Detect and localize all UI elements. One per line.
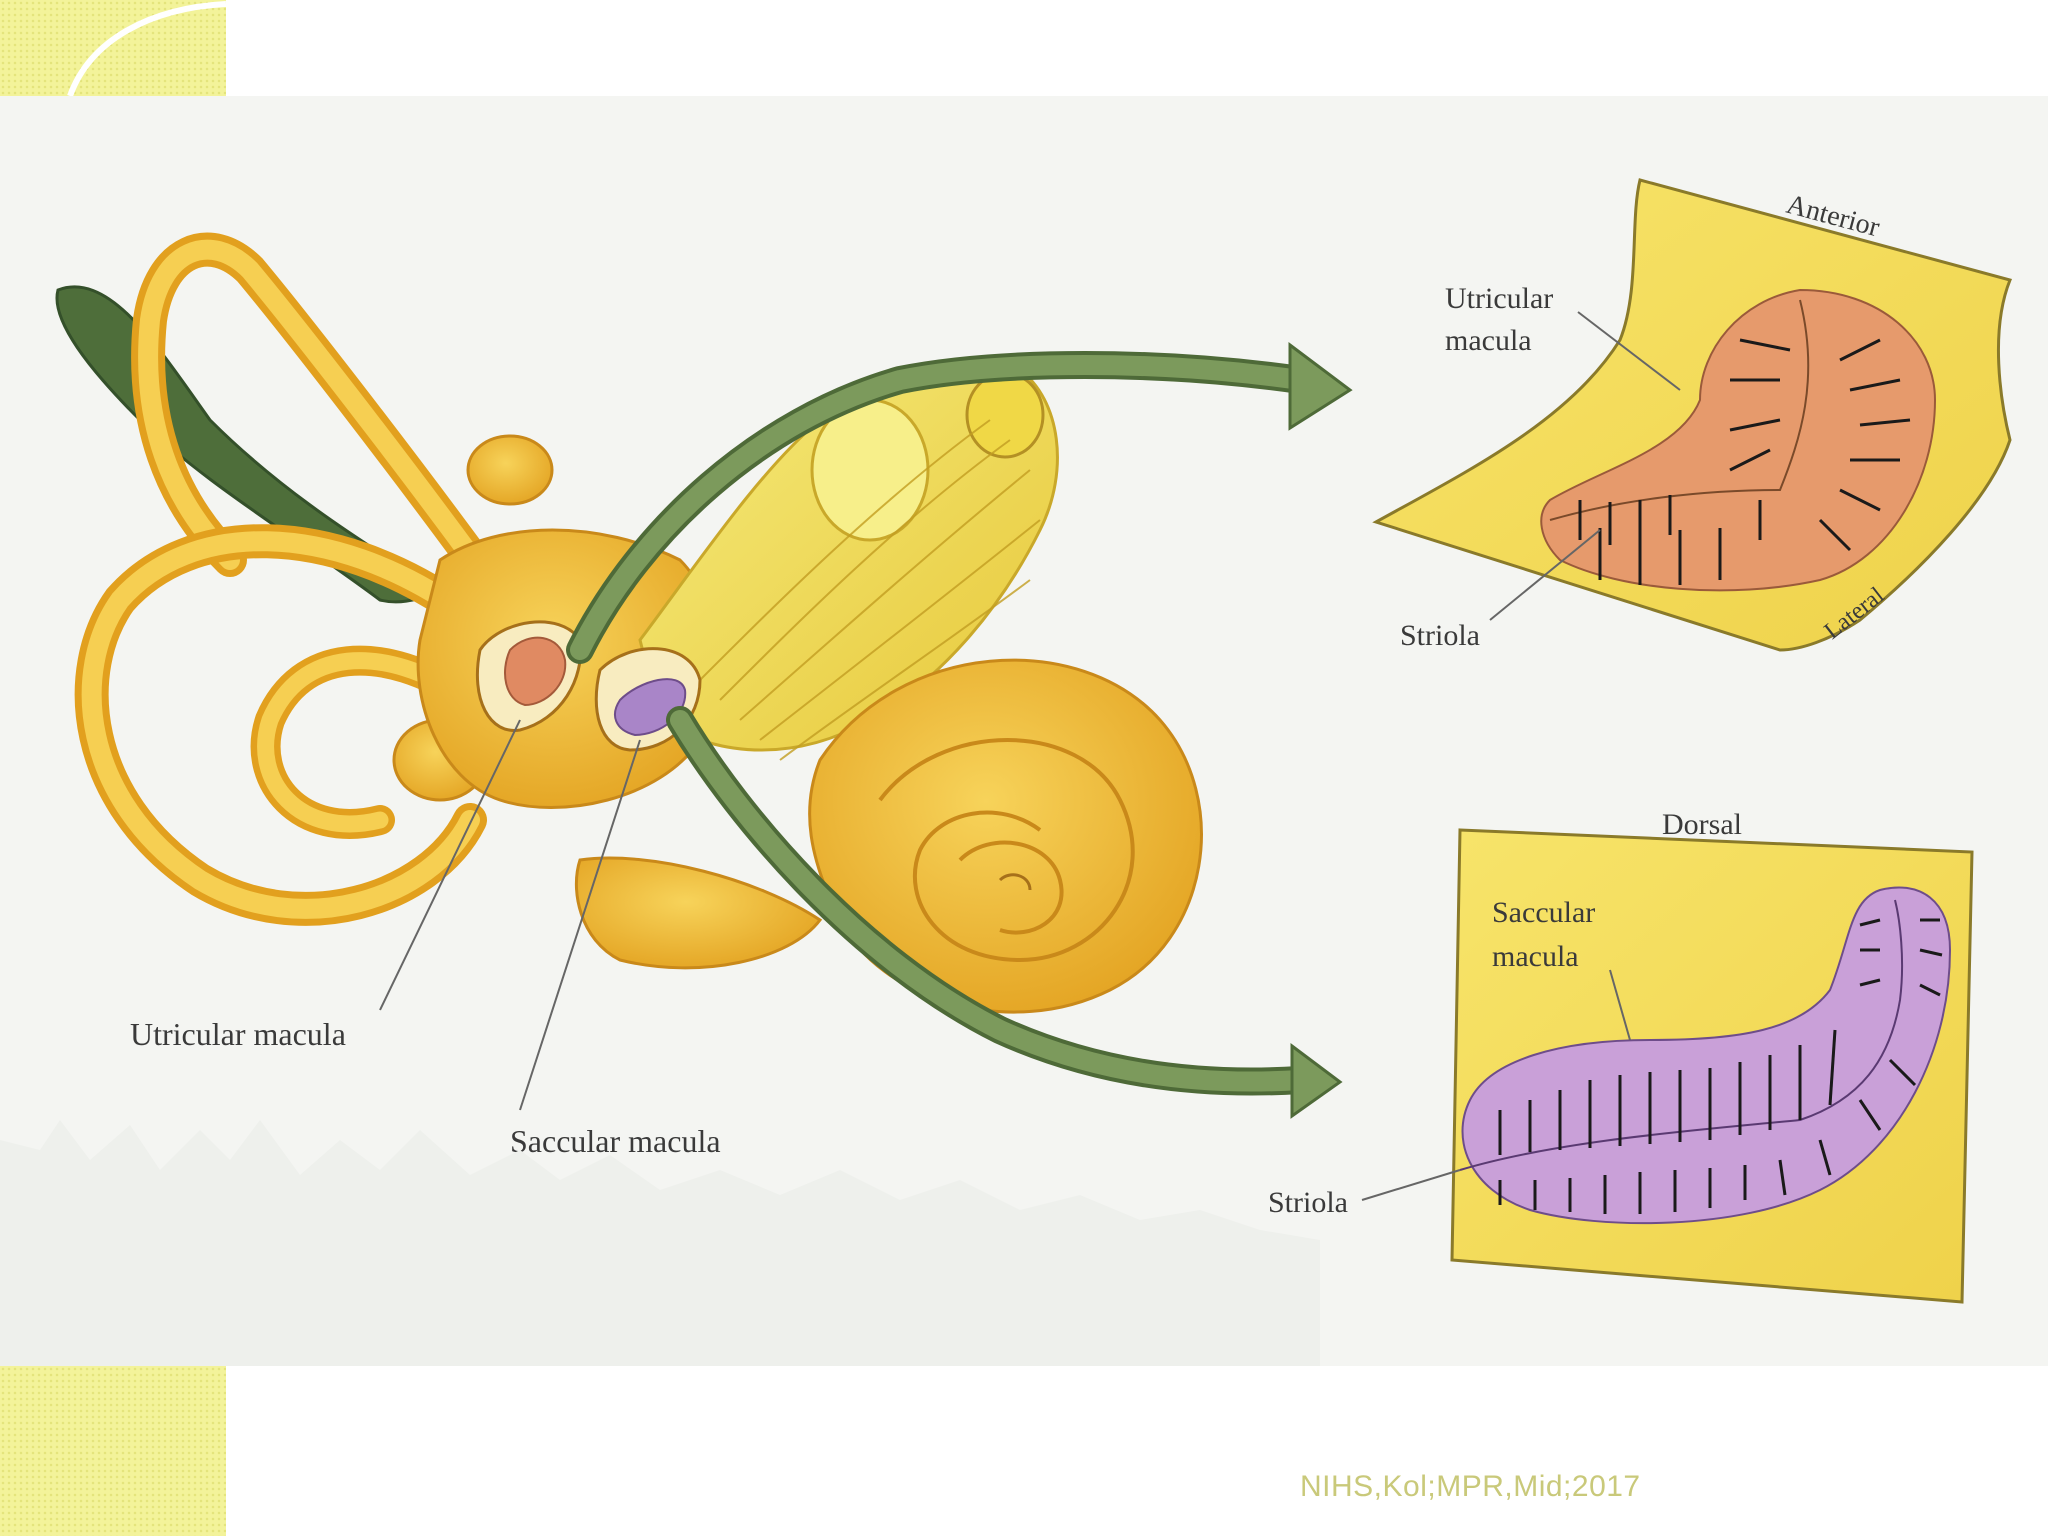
label-utricular: Utricular — [1445, 282, 1553, 315]
label-saccular-macula: Saccular macula — [510, 1123, 721, 1159]
leader-utricular-macula — [379, 719, 521, 1011]
inner-ear-figure: Utricular macula Saccular macula Anterio… — [0, 96, 2048, 1366]
utricle-polarity-arrows — [1578, 338, 1911, 585]
label-striola-saccule: Striola — [1268, 1186, 1348, 1219]
saccule-panel: Dorsal Saccular macula Striola — [1268, 808, 1974, 1304]
utricle-panel: Anterior Lateral Utricular macula Striol… — [1372, 178, 2013, 652]
utricle-striola — [1549, 299, 1810, 521]
label-macula-utricle: macula — [1445, 324, 1532, 357]
footer-credit: NIHS,Kol;MPR,Mid;2017 — [1300, 1470, 1641, 1503]
arrow-to-utricle-panel — [566, 342, 1353, 664]
saccule-polarity-arrows — [1498, 918, 1943, 1214]
utricular-macula-patch — [504, 636, 567, 707]
decorative-corner-top-left — [0, 0, 226, 96]
leader-saccular-macula — [519, 739, 641, 1111]
vestibular-nerve — [638, 366, 1059, 752]
label-utricular-macula: Utricular macula — [130, 1016, 346, 1052]
label-macula-saccule: macula — [1492, 940, 1579, 973]
label-dorsal: Dorsal — [1662, 808, 1742, 841]
saccule-macula — [1461, 886, 1952, 1225]
faded-scan-bottom — [0, 1120, 1320, 1366]
arrow-to-saccule-panel — [666, 706, 1343, 1119]
ampulla — [466, 434, 554, 506]
cochlea — [808, 658, 1203, 1014]
decorative-corner-bottom-left — [0, 1366, 226, 1536]
label-striola-utricle: Striola — [1400, 619, 1480, 652]
label-saccular: Saccular — [1492, 896, 1595, 929]
